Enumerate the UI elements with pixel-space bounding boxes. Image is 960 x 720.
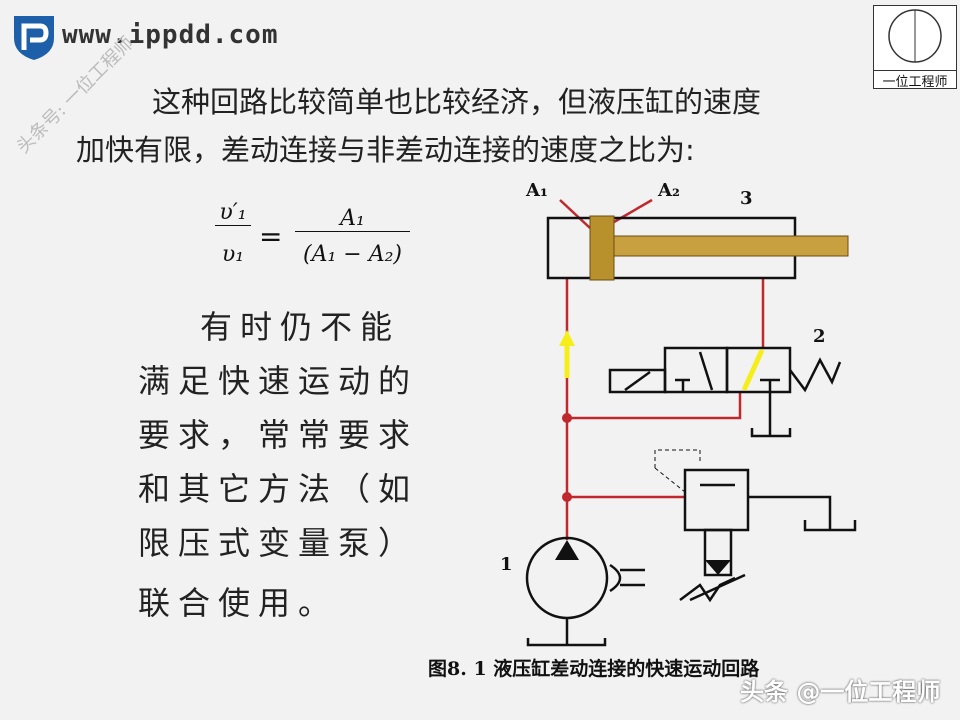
ippdd-logo-icon bbox=[14, 16, 54, 60]
side-line: 限压式变量泵） bbox=[138, 524, 419, 562]
paragraph-line-1: 这种回路比较简单也比较经济，但液压缸的速度 bbox=[152, 85, 762, 119]
tank bbox=[526, 638, 607, 647]
relief-valve bbox=[683, 468, 750, 532]
label-1: 1 bbox=[500, 554, 513, 575]
tank bbox=[750, 428, 792, 438]
site-url: www.ippdd.com bbox=[62, 20, 279, 50]
piston bbox=[589, 215, 615, 281]
paragraph-line-2: 加快有限，差动连接与非差动连接的速度之比为: bbox=[76, 133, 695, 167]
side-line: 要求，常常要求 bbox=[138, 416, 419, 454]
solenoid bbox=[608, 368, 667, 394]
label-3: 3 bbox=[740, 188, 753, 209]
junction-dot bbox=[562, 492, 572, 502]
formula-lhs-denominator: υ₁ bbox=[221, 242, 245, 267]
formula-rhs-denominator: (A₁ − A₂) bbox=[303, 242, 402, 267]
side-line: 和其它方法（如 bbox=[138, 470, 419, 508]
figure-caption: 图8. 1 液压缸差动连接的快速运动回路 bbox=[428, 658, 760, 680]
side-text: 有时仍不能 满足快速运动的 要求，常常要求 和其它方法（如 限压式变量泵） 联合… bbox=[138, 300, 438, 630]
label-2: 2 bbox=[813, 326, 826, 347]
label-a1: A₁ bbox=[525, 180, 548, 201]
formula-equals: = bbox=[259, 220, 283, 253]
valve-spring bbox=[789, 357, 842, 393]
formula-rhs-numerator: A₁ bbox=[295, 206, 410, 232]
piston-rod bbox=[613, 235, 849, 257]
junction-dot bbox=[562, 413, 572, 423]
tank bbox=[803, 520, 857, 532]
formula-lhs-numerator: υ′₁ bbox=[215, 200, 251, 226]
valve-left bbox=[663, 346, 729, 394]
side-line: 满足快速运动的 bbox=[138, 362, 419, 400]
brand-name: 一位工程师 bbox=[874, 70, 956, 90]
brand-emblem-icon bbox=[888, 9, 942, 63]
side-line: 联合使用。 bbox=[138, 584, 339, 622]
brand-logo: 一位工程师 bbox=[873, 5, 957, 90]
watermark: 头条 @一位工程师 bbox=[740, 678, 941, 706]
label-a2: A₂ bbox=[657, 180, 680, 201]
side-line: 有时仍不能 bbox=[200, 308, 401, 346]
